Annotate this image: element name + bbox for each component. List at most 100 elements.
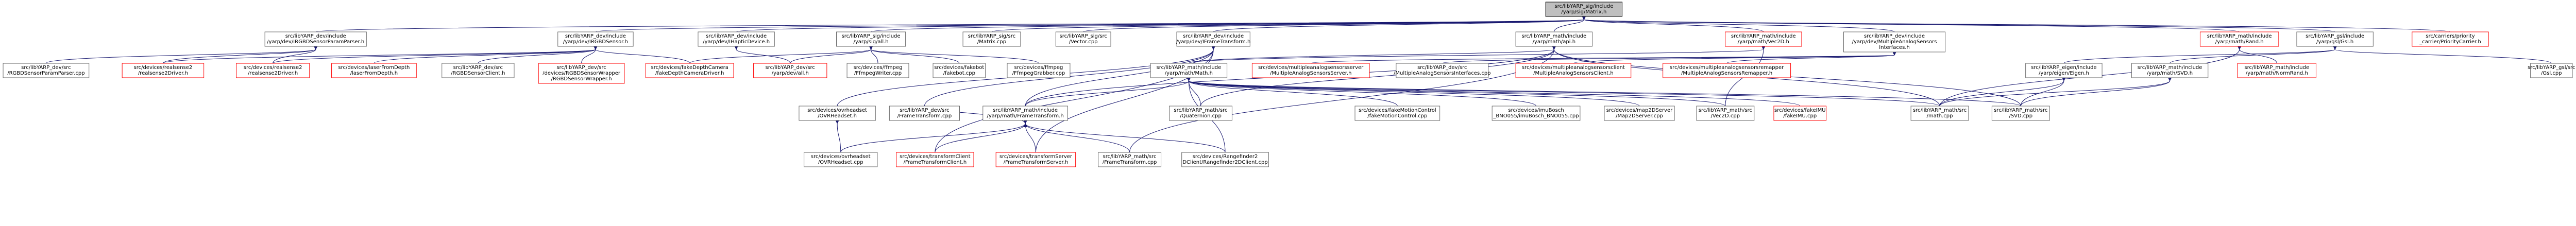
graph-node-c8[interactable]: src/libYARP_math/src/Vec2D.cpp — [1696, 106, 1755, 121]
graph-node-b12[interactable]: src/libYARP_math/include/yarp/math/Math.… — [1150, 63, 1228, 78]
node-box — [2412, 31, 2489, 47]
graph-node-b3[interactable]: src/devices/realsense2/realsense2Driver.… — [235, 63, 310, 78]
graph-node-b2[interactable]: src/devices/realsense2/realsense2Driver.… — [122, 63, 205, 78]
edge-b12-to-c6 — [1189, 81, 1537, 107]
graph-node-a8[interactable]: src/libYARP_math/include/yarp/math/api.h — [1515, 31, 1593, 47]
node-label-line: src/devices/Rangefinder2 — [1193, 154, 1258, 160]
graph-node-b15[interactable]: src/devices/multipleanalogsensorsclient/… — [1515, 63, 1632, 78]
graph-node-c2[interactable]: src/libYARP_dev/src/FrameTransform.cpp — [889, 106, 960, 121]
edge-b12-to-c8 — [1189, 81, 1726, 107]
node-label-line: src/libYARP_math/src — [1699, 108, 1752, 113]
graph-node-c1[interactable]: src/devices/ovrheadset/OVRHeadset.h — [799, 106, 876, 121]
node-label-line: /SVD.cpp — [2009, 113, 2032, 119]
graph-node-b7[interactable]: src/devices/fakeDepthCamera/fakeDepthCam… — [645, 63, 734, 78]
graph-node-b4[interactable]: src/devices/laserFromDepth/laserFromDept… — [331, 63, 417, 78]
graph-node-b5[interactable]: src/libYARP_dev/src/RGBDSensorClient.h — [442, 63, 515, 78]
graph-node-b11[interactable]: src/devices/ffmpeg/FfmpegGrabber.cpp — [1007, 63, 1071, 78]
graph-node-c9[interactable]: src/devices/fakeIMU/fakeIMU.cpp — [1773, 106, 1827, 121]
graph-node-a2[interactable]: src/libYARP_dev/include/yarp/dev/IRGBDSe… — [557, 31, 634, 47]
graph-node-a12[interactable]: src/libYARP_gsl/include/yarp/gsl/Gsl.h — [2296, 31, 2374, 47]
node-label-line: /realsense2Driver.h — [138, 71, 188, 76]
node-label-line: /FrameTransformServer.h — [1004, 160, 1069, 165]
graph-node-c7[interactable]: src/devices/map2DServer/Map2DServer.cpp — [1604, 106, 1675, 121]
node-label-line: src/libYARP_dev/src — [21, 65, 71, 71]
node-label-line: /MultipleAnalogSensorsClient.h — [1533, 71, 1614, 76]
graph-node-a9[interactable]: src/libYARP_math/include/yarp/math/Vec2D… — [1725, 31, 1802, 47]
edge-root-to-a7 — [1213, 20, 1584, 32]
node-label-line: /MultipleAnalogSensorsInterfaces.cpp — [1394, 71, 1490, 76]
graph-node-b16[interactable]: src/devices/multipleanalogsensorsremappe… — [1663, 63, 1791, 78]
node-label-line: /devices/RGBDSensorWrapper — [543, 71, 621, 76]
graph-node-b20[interactable]: src/libYARP_gsl/src/Gsl.cpp — [2528, 63, 2575, 78]
node-box — [933, 63, 986, 78]
graph-node-a10[interactable]: src/libYARP_dev/include/yarp/dev/Multipl… — [1843, 31, 1946, 53]
node-label-line: /Matrix.cpp — [977, 39, 1006, 45]
node-label-line: /yarp/math/api.h — [1533, 39, 1576, 45]
graph-node-c11[interactable]: src/libYARP_math/src/SVD.cpp — [1991, 106, 2050, 121]
graph-node-c6[interactable]: src/devices/imuBosch_BNO055/imuBosch_BNO… — [1492, 106, 1581, 121]
edge-b12-to-c5 — [1189, 81, 1398, 107]
node-label-line: /fakeDepthCameraDriver.h — [655, 71, 724, 76]
edge-a2-to-b4 — [374, 49, 596, 64]
graph-node-d4[interactable]: src/libYARP_math/src/FrameTransform.cpp — [1098, 152, 1162, 167]
node-box — [1725, 31, 1802, 47]
graph-node-a1[interactable]: src/libYARP_dev/include/yarp/dev/IRGBDSe… — [264, 31, 367, 47]
graph-node-d1[interactable]: src/devices/ovrheadset/OVRHeadset.cpp — [804, 152, 878, 167]
node-label-line: src/carriers/priority — [2426, 33, 2475, 39]
graph-node-d3[interactable]: src/devices/transformServer/FrameTransfo… — [995, 152, 1076, 167]
graph-node-a6[interactable]: src/libYARP_sig/src/Vector.cpp — [1055, 31, 1111, 47]
edge-a9-to-b12 — [1188, 49, 1763, 64]
graph-node-b19[interactable]: src/libYARP_math/include/yarp/math/NormR… — [2237, 63, 2316, 78]
node-label-line: /yarp/dev/IFrameTransform.h — [1176, 39, 1250, 45]
graph-node-b17[interactable]: src/libYARP_eigen/include/yarp/eigen/Eig… — [2025, 63, 2103, 78]
graph-node-a13[interactable]: src/carriers/priority_carrier/PriorityCa… — [2412, 31, 2489, 47]
node-label-line: /MultipleAnalogSensorsServer.h — [1270, 71, 1352, 76]
node-label-line: /yarp/dev/IRGBDSensorParamParser.h — [267, 39, 364, 45]
node-label-line: src/libYARP_math/src — [1103, 154, 1157, 160]
edge-a1-to-b1 — [45, 49, 315, 64]
graph-node-a5[interactable]: src/libYARP_sig/src/Matrix.cpp — [962, 31, 1021, 47]
node-label-line: src/libYARP_math/include — [2207, 33, 2272, 39]
node-box — [1169, 106, 1232, 121]
node-label-line: src/libYARP_dev/include — [1864, 33, 1925, 39]
graph-node-b13[interactable]: src/devices/multipleanalogsensorsserver/… — [1251, 63, 1370, 78]
node-label-line: src/libYARP_sig/include — [842, 33, 901, 39]
graph-node-b9[interactable]: src/devices/ffmpeg/FfmpegWriter.cpp — [846, 63, 909, 78]
graph-node-a7[interactable]: src/libYARP_dev/include/yarp/dev/IFrameT… — [1176, 31, 1250, 47]
graph-node-a4[interactable]: src/libYARP_sig/include/yarp/sig/all.h — [836, 31, 906, 47]
edge-a10-to-b15 — [1573, 55, 1894, 64]
node-box — [995, 152, 1076, 167]
edge-a2-to-b5 — [478, 49, 596, 64]
edges-layer — [45, 20, 2552, 153]
node-label-line: /Vector.cpp — [1069, 39, 1098, 45]
node-box — [846, 63, 909, 78]
graph-node-a11[interactable]: src/libYARP_math/include/yarp/math/Rand.… — [2199, 31, 2279, 47]
node-label-line: /realsense2Driver.h — [248, 71, 298, 76]
node-label-line: /yarp/eigen/Eigen.h — [2039, 71, 2089, 76]
node-label-line: /fakebot.cpp — [943, 71, 975, 76]
node-label-line: src/libYARP_dev/include — [706, 33, 767, 39]
graph-node-c5[interactable]: src/devices/fakeMotionControl/fakeMotion… — [1354, 106, 1440, 121]
node-label-line: src/devices/fakeIMU — [1774, 108, 1826, 113]
graph-node-a3[interactable]: src/libYARP_dev/include/yarp/dev/IHaptic… — [698, 31, 775, 47]
graph-node-c10[interactable]: src/libYARP_math/src/math.cpp — [1910, 106, 1969, 121]
node-box — [1176, 31, 1250, 47]
graph-node-c3[interactable]: src/libYARP_math/include/yarp/math/Frame… — [982, 106, 1068, 121]
node-label-line: /yarp/math/Vec2D.h — [1738, 39, 1789, 45]
edge-b18-to-c10 — [1939, 81, 2170, 107]
graph-node-b14[interactable]: src/libYARP_dev/src/MultipleAnalogSensor… — [1394, 63, 1491, 78]
node-label-line: src/devices/realsense2 — [244, 65, 302, 71]
graph-node-d2[interactable]: src/devices/transformClient/FrameTransfo… — [896, 152, 974, 167]
graph-node-b6[interactable]: src/libYARP_dev/src/devices/RGBDSensorWr… — [538, 63, 625, 84]
graph-node-d5[interactable]: src/devices/Rangefinder2DClient/Rangefin… — [1181, 152, 1269, 167]
node-label-line: src/devices/fakeDepthCamera — [651, 65, 728, 71]
graph-node-b1[interactable]: src/libYARP_dev/src/RGBDSensorParamParse… — [3, 63, 90, 78]
graph-node-b18[interactable]: src/libYARP_math/include/yarp/math/SVD.h — [2131, 63, 2209, 78]
graph-node-c4[interactable]: src/libYARP_math/src/Quaternion.cpp — [1169, 106, 1232, 121]
node-label-line: /FrameTransform.cpp — [1103, 160, 1157, 165]
node-box — [3, 63, 90, 78]
graph-node-b10[interactable]: src/devices/fakebot/fakebot.cpp — [933, 63, 986, 78]
node-box — [1354, 106, 1440, 121]
graph-node-b8[interactable]: src/libYARP_dev/src/yarp/dev/all.h — [753, 63, 827, 78]
